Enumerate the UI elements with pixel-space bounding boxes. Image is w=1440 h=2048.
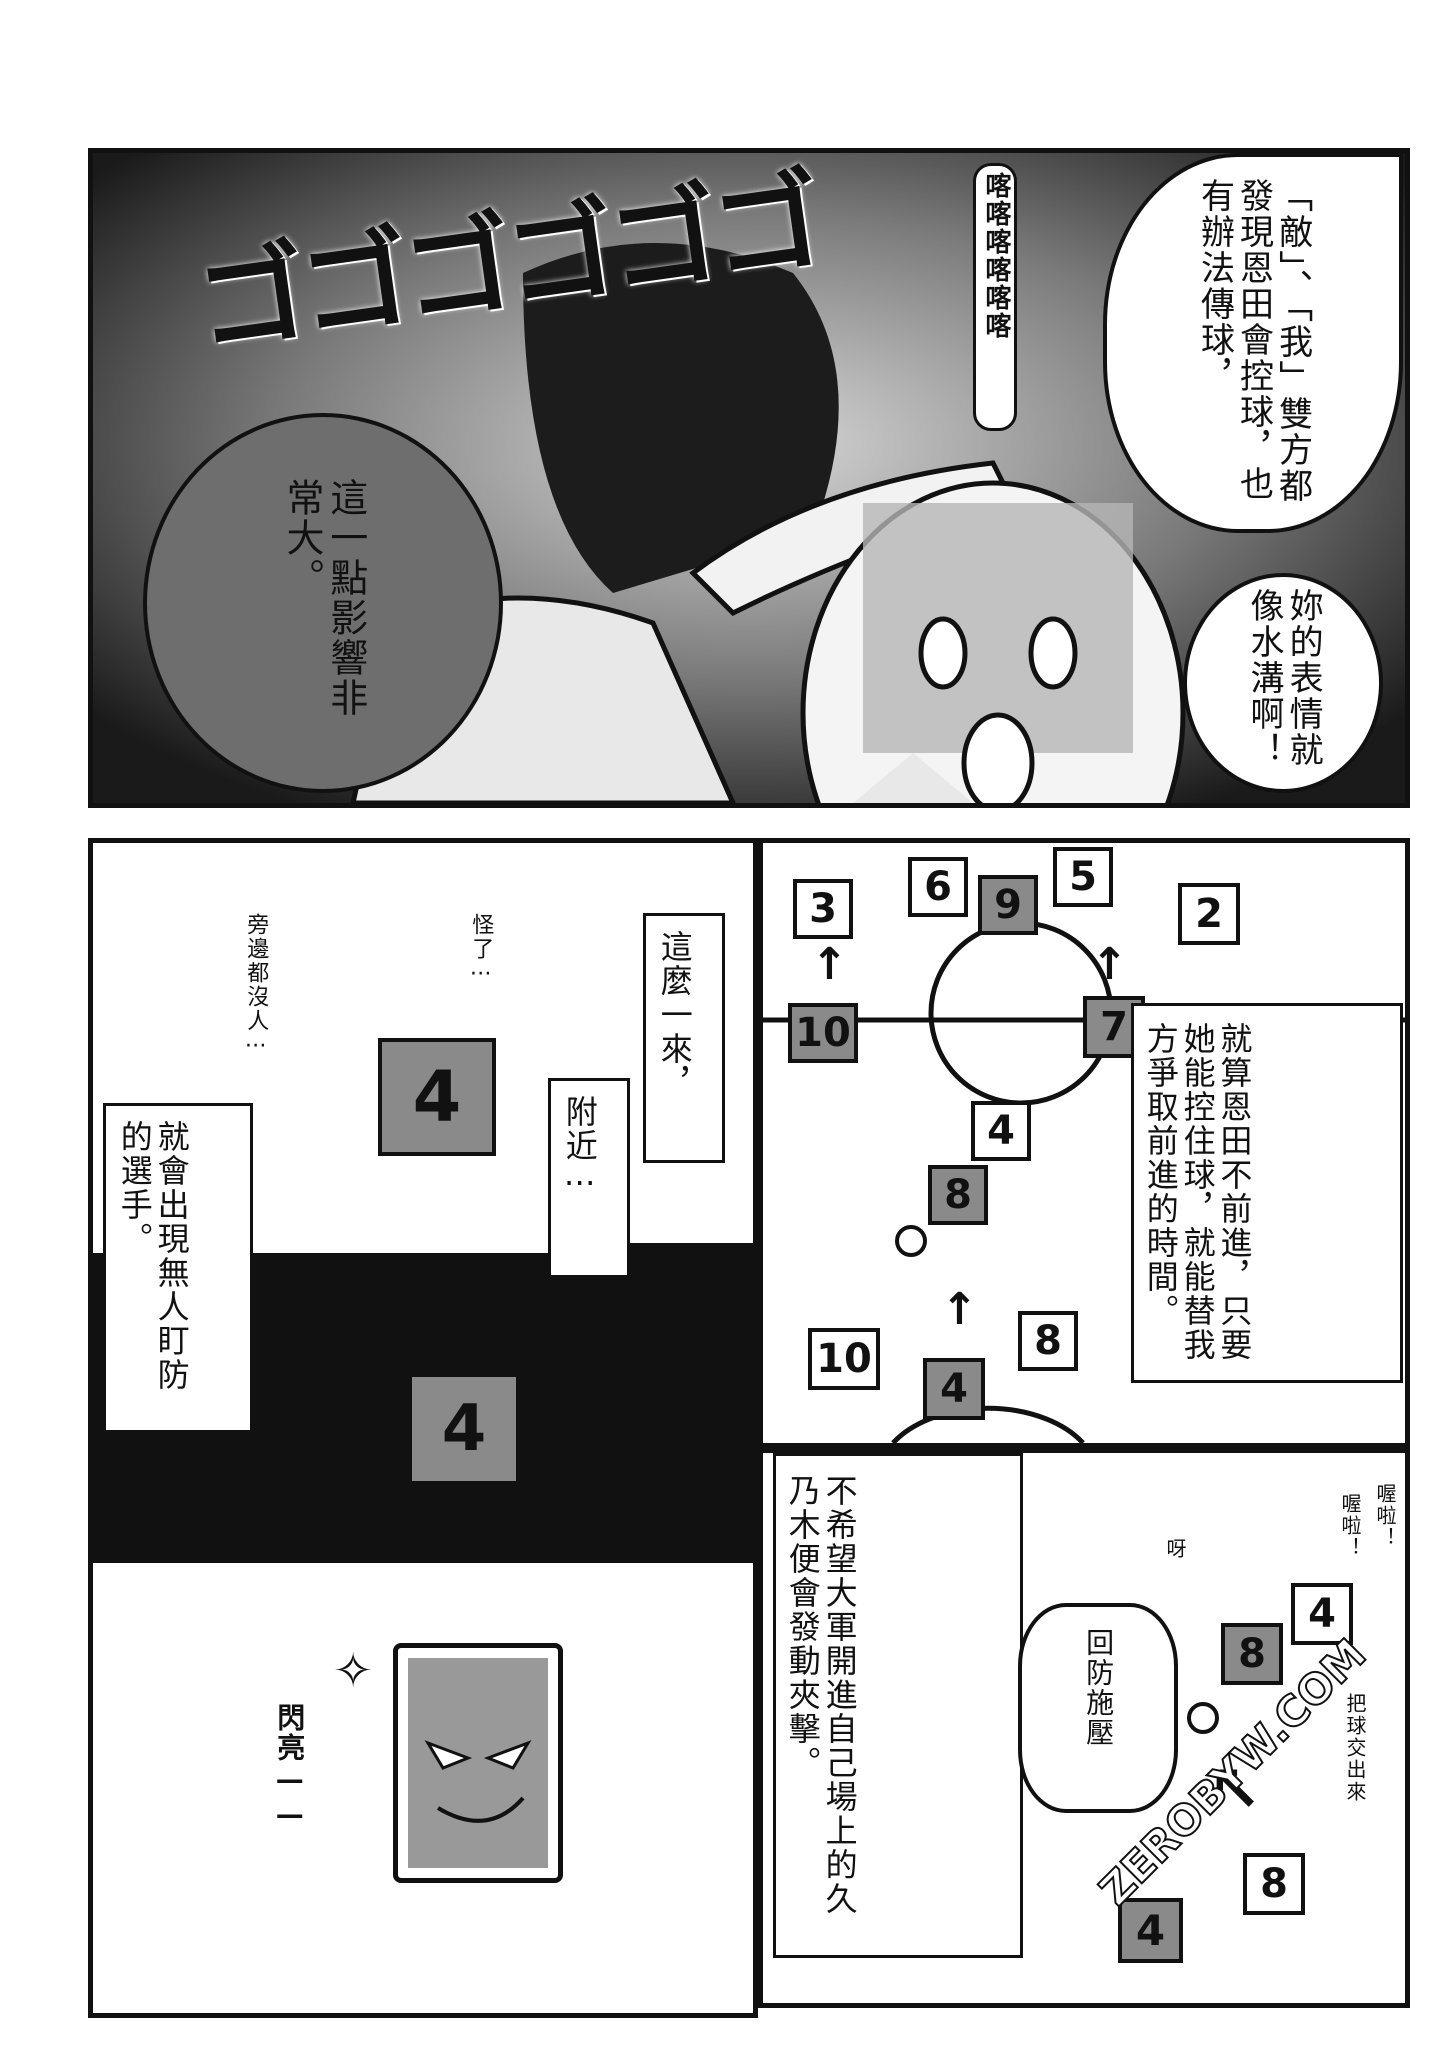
caption-nearby-text: 附近⋯: [560, 1095, 599, 1203]
caption-control-ball: 就算恩田不前進，只要她能控住球，就能替我方爭取前進的時間。: [1131, 1003, 1403, 1383]
note-ora-1: 喔啦！: [1373, 1483, 1397, 1549]
arrow-up-bottom: ↑: [941, 1284, 978, 1335]
caption-double-team-text: 不希望大軍開進自己場上的久乃木便會發動夾擊。: [783, 1474, 859, 1916]
panel-court-diagram: 3 6 9 5 2 ↑ ↑ 10 7 4 8 ↑ 10 4 8 就算恩田不前進，…: [758, 838, 1410, 1448]
panel-defense-gap: 旁邊都沒人⋯ 怪了⋯ 4 4 這麼一來， 附近⋯ 就會出現無人盯防的選手。: [88, 838, 758, 1568]
caption-unmarked-text: 就會出現無人盯防的選手。: [115, 1120, 191, 1392]
caption-control-ball-text: 就算恩田不前進，只要她能控住球，就能替我方爭取前進的時間。: [1141, 1022, 1254, 1362]
caption-so: 這麼一來，: [643, 913, 725, 1163]
player-4-top: 4: [378, 1038, 496, 1156]
player-6: 6: [908, 857, 968, 917]
player-8-right: 8: [1221, 1623, 1283, 1685]
ball-icon: [1187, 1702, 1219, 1734]
note-ora-2: 喔啦！: [1338, 1493, 1362, 1559]
speech-bubble-fall-back: 回防施壓: [1018, 1603, 1178, 1813]
caption-nearby: 附近⋯: [548, 1078, 630, 1278]
player-4-bottom: 4: [408, 1373, 520, 1485]
glint-face: [393, 1643, 563, 1883]
player-8-center: 8: [928, 1165, 988, 1225]
player-10-bottom: 10: [808, 1328, 880, 1390]
caption-unmarked: 就會出現無人盯防的選手。: [103, 1103, 253, 1433]
note-ya: 呀: [1163, 1538, 1187, 1560]
player-4-lower: 4: [1118, 1898, 1183, 1963]
note-nobody-around: 旁邊都沒人⋯: [243, 913, 269, 1060]
player-4-right: 4: [1291, 1583, 1353, 1645]
glint-face-art: [408, 1658, 548, 1868]
arrow-up-right: ↑: [1091, 939, 1128, 990]
glint-label: 閃亮——: [273, 1703, 307, 1833]
arrow-diagonal: ↖: [1208, 1753, 1262, 1827]
speech-bubble-fall-back-text: 回防施壓: [1082, 1628, 1116, 1748]
sparkle-icon: ✧: [333, 1643, 374, 1699]
player-4-center: 4: [971, 1101, 1031, 1161]
player-5: 5: [1053, 847, 1113, 907]
panel-double-team: 不希望大軍開進自己場上的久乃木便會發動夾擊。 回防施壓 喔啦！ 喔啦！ 呀 把球…: [758, 1448, 1410, 2008]
sfx-small-laugh: 喀喀喀喀喀喀: [973, 163, 1017, 431]
speech-bubble-right-top: 「敵」、「我」雙方都發現恩田會控球，也有辦法傳球，: [1103, 153, 1403, 533]
note-hand-over: 把球交出來: [1343, 1693, 1367, 1803]
player-4-bottom: 4: [923, 1358, 985, 1420]
arrow-up-left: ↑: [811, 939, 848, 990]
player-8-lower: 8: [1243, 1853, 1305, 1915]
speech-bubble-left-text: 這一點影響非常大。: [280, 478, 368, 718]
speech-bubble-right-bottom-text: 妳的表情就像水溝啊！: [1244, 588, 1324, 768]
player-10-top: 10: [788, 1003, 858, 1063]
note-strange: 怪了⋯: [468, 913, 494, 988]
speech-bubble-right-top-text: 「敵」、「我」雙方都發現恩田會控球，也有辦法傳球，: [1194, 178, 1313, 504]
caption-double-team: 不希望大軍開進自己場上的久乃木便會發動夾擊。: [773, 1453, 1023, 1958]
player-3: 3: [793, 879, 853, 939]
panel-top: ゴゴゴゴゴゴ 喀喀喀喀喀喀 這一點影響非常大。 「敵」、「我」雙方都發現恩田會控…: [88, 148, 1410, 808]
player-2: 2: [1178, 883, 1240, 945]
player-9: 9: [978, 875, 1038, 935]
panel-glint: ✧ 閃亮——: [88, 1558, 758, 2018]
dark-floor-right: [623, 1243, 753, 1263]
speech-bubble-left: 這一點影響非常大。: [143, 413, 503, 793]
speech-bubble-right-bottom: 妳的表情就像水溝啊！: [1183, 573, 1383, 793]
player-8-bottom: 8: [1018, 1311, 1078, 1371]
caption-so-text: 這麼一來，: [655, 930, 694, 1100]
